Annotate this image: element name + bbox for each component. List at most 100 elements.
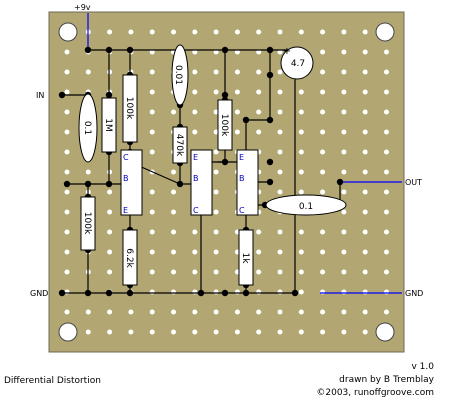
board-hole xyxy=(298,329,304,335)
board-hole xyxy=(405,209,411,215)
board-hole xyxy=(384,209,389,215)
version-label: v 1.0 xyxy=(411,362,435,372)
board-hole xyxy=(213,149,219,155)
board-hole xyxy=(171,189,176,195)
solder-joint xyxy=(221,91,229,99)
q3-emitter-label: E xyxy=(239,153,244,162)
board-hole xyxy=(149,29,155,35)
board-hole xyxy=(320,169,326,175)
transistor-q1 xyxy=(120,149,143,216)
board-hole xyxy=(341,209,347,215)
board-hole xyxy=(171,209,176,215)
board-hole xyxy=(64,229,70,235)
circuit-title: Differential Distortion xyxy=(4,376,101,386)
board-hole xyxy=(298,189,304,195)
board-hole xyxy=(171,289,176,295)
board-hole xyxy=(405,249,411,255)
board-hole xyxy=(213,329,219,335)
board-hole xyxy=(192,49,198,55)
board-hole xyxy=(384,309,389,315)
board-hole xyxy=(256,249,262,255)
board-hole xyxy=(256,269,262,275)
board-hole xyxy=(277,109,283,115)
board-hole xyxy=(341,29,347,35)
ground-label-left: GND xyxy=(30,289,48,298)
board-hole xyxy=(320,329,326,335)
board-hole xyxy=(320,89,326,95)
label-resistor-6-2k: 6.2k xyxy=(124,248,134,268)
board-hole xyxy=(277,289,283,295)
board-hole xyxy=(405,149,411,155)
ground-label-right: GND xyxy=(405,289,423,298)
board-hole xyxy=(234,109,240,115)
board-hole xyxy=(277,29,283,35)
board-hole xyxy=(341,309,347,315)
board-hole xyxy=(107,269,113,275)
board-hole xyxy=(64,49,70,55)
resistor-1m xyxy=(101,97,117,153)
board-hole xyxy=(320,69,326,75)
board-hole xyxy=(277,129,283,135)
q1-base-label: B xyxy=(123,174,129,183)
board-hole xyxy=(192,269,198,275)
board-hole xyxy=(171,169,176,175)
board-hole xyxy=(256,29,262,35)
board-hole xyxy=(320,49,326,55)
board-hole xyxy=(64,269,70,275)
q1-collector-label: C xyxy=(123,153,129,162)
cap-output-0-1 xyxy=(265,194,347,216)
board-hole xyxy=(213,309,219,315)
board-hole xyxy=(277,149,283,155)
solder-joint xyxy=(126,46,134,54)
board-hole xyxy=(234,329,240,335)
solder-joint xyxy=(105,180,113,188)
board-hole xyxy=(362,129,368,135)
board-hole xyxy=(384,229,389,235)
board-hole xyxy=(256,109,262,115)
board-hole xyxy=(213,129,219,135)
solder-joint xyxy=(266,178,274,186)
board-hole xyxy=(405,129,411,135)
board-hole xyxy=(64,89,70,95)
board-hole xyxy=(384,249,389,255)
board-hole xyxy=(107,249,113,255)
board-hole xyxy=(384,69,389,75)
q2-collector-label: C xyxy=(193,206,199,215)
board-hole xyxy=(171,229,176,235)
board-hole xyxy=(149,69,155,75)
q2-base-label: B xyxy=(193,174,199,183)
board-hole xyxy=(384,49,389,55)
board-hole xyxy=(192,329,198,335)
board-hole xyxy=(277,69,283,75)
board-hole xyxy=(362,249,368,255)
author-label: drawn by B Tremblay xyxy=(339,375,434,385)
resistor-6-2k xyxy=(122,229,138,286)
board-hole xyxy=(405,69,411,75)
board-hole xyxy=(298,289,304,295)
board-hole xyxy=(298,249,304,255)
board-hole xyxy=(213,169,219,175)
board-hole xyxy=(107,209,113,215)
board-hole xyxy=(298,169,304,175)
board-hole xyxy=(107,329,113,335)
board-hole xyxy=(107,189,113,195)
board-hole xyxy=(171,29,176,35)
board-hole xyxy=(64,69,70,75)
board-hole xyxy=(64,289,70,295)
board-hole xyxy=(362,149,368,155)
board-hole xyxy=(192,29,198,35)
board-hole xyxy=(341,109,347,115)
board-hole xyxy=(341,69,347,75)
board-hole xyxy=(405,49,411,55)
board-hole xyxy=(277,89,283,95)
board-hole xyxy=(149,329,155,335)
component-labels: 0.1 1M 100k 100k 0.01 470k 100k 6.2k 1k … xyxy=(82,46,313,269)
solder-joint xyxy=(105,46,113,54)
board-hole xyxy=(192,229,198,235)
label-cap-4-7: 4.7 xyxy=(291,59,305,69)
board-hole xyxy=(298,309,304,315)
board-hole xyxy=(234,289,240,295)
board-hole xyxy=(341,149,347,155)
capacitors xyxy=(78,44,347,216)
board-hole xyxy=(192,89,198,95)
